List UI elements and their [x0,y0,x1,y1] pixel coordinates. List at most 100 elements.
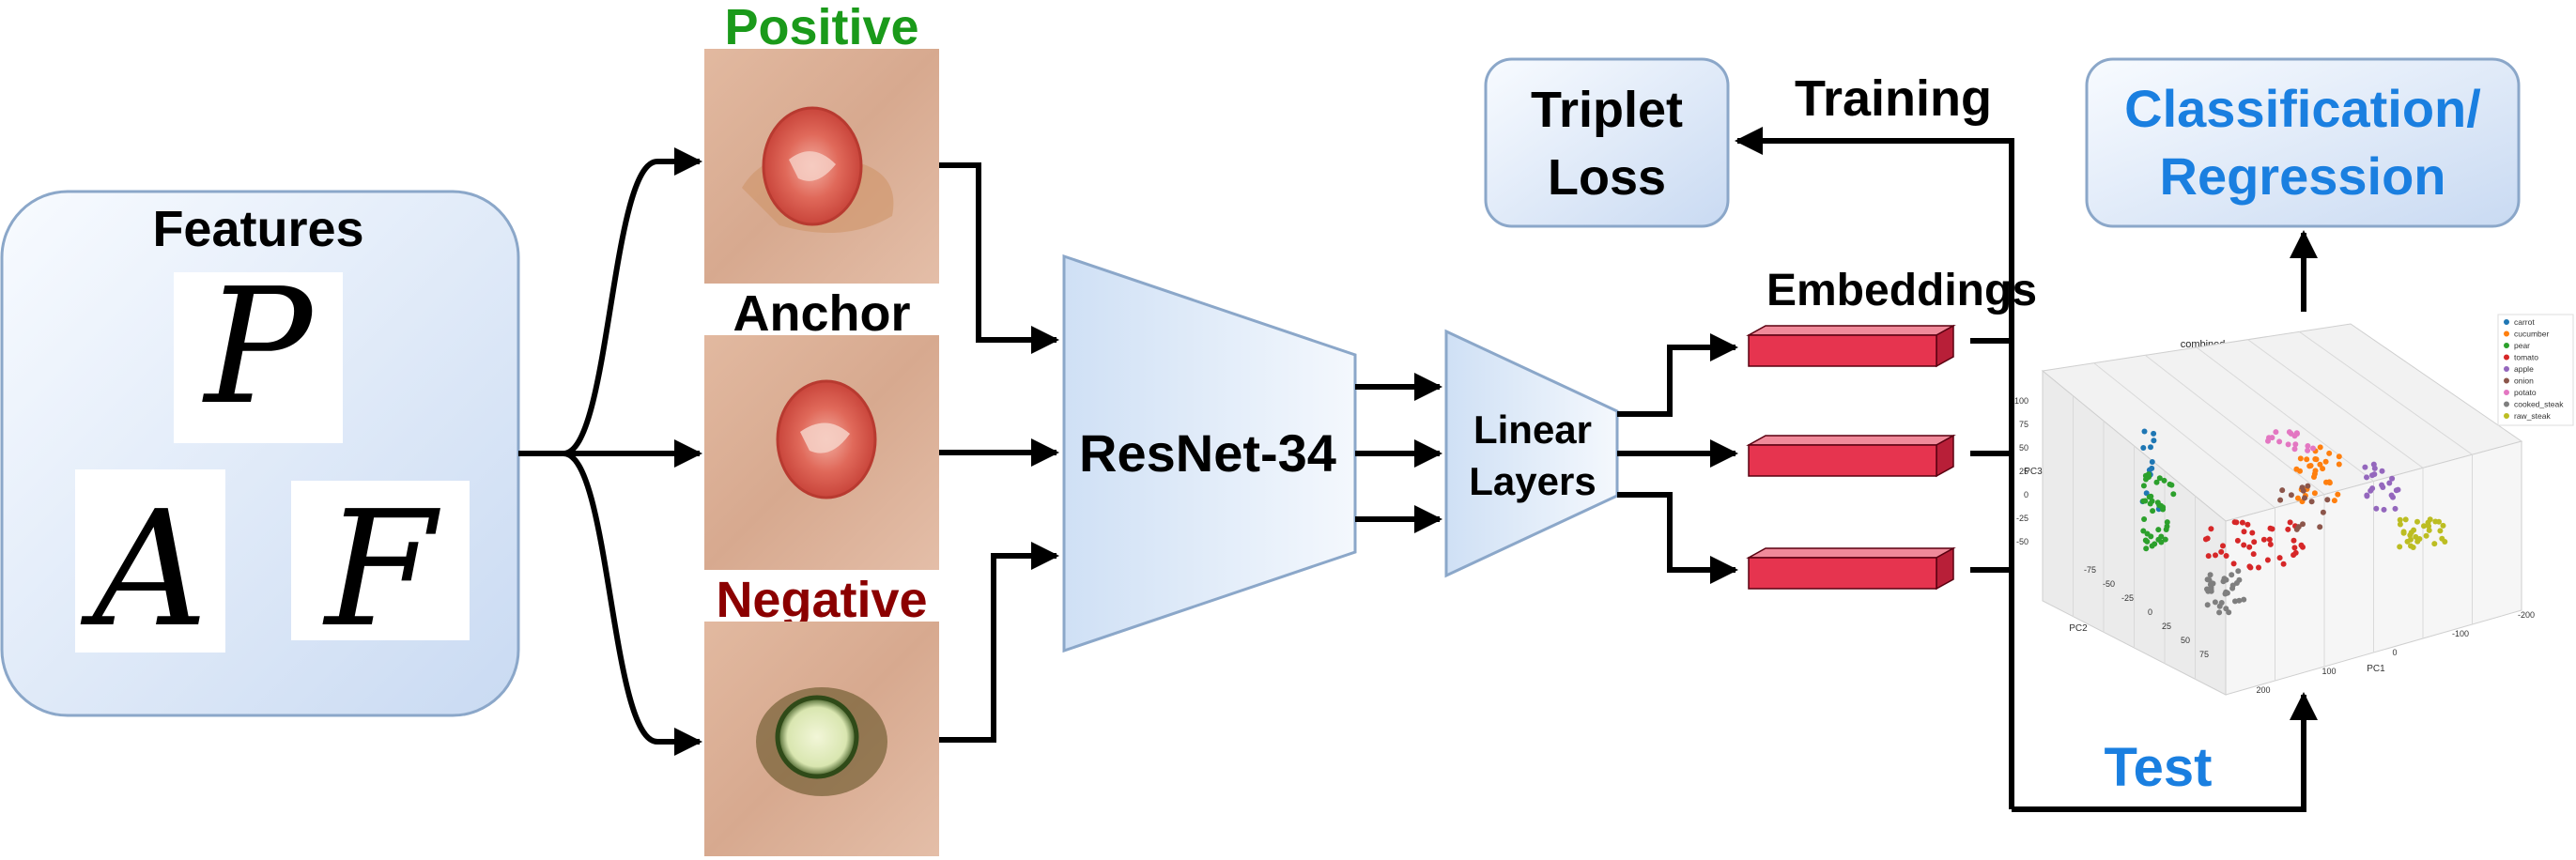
triplet-loss-line2: Loss [1548,149,1666,206]
legend-item: pear [2514,341,2530,350]
scatter-point [2408,530,2414,536]
legend-marker [2504,343,2509,348]
scatter-point [2313,456,2320,463]
scatter-point [2266,435,2272,441]
scatter-point [2142,498,2149,504]
scatter-point [2302,495,2307,501]
scatter-point [2236,597,2243,604]
linear-layers-block: Linear Layers [1444,329,1619,578]
scatter-point [2161,477,2167,484]
scatter-point [2239,519,2245,526]
scatter-point [2155,527,2162,533]
pc2-tick: -75 [2084,565,2096,575]
scatter-point [2260,536,2267,543]
scatter-point [2149,465,2155,471]
resnet-block: ResNet-34 [1062,253,1357,653]
scatter-point [2229,585,2236,591]
scatter-point [2437,528,2444,534]
scatter-point [2402,516,2409,523]
legend-item: tomato [2514,353,2538,362]
classification-box: Classification/ Regression [2085,57,2521,228]
scatter-point [2324,497,2331,503]
scatter-point [2414,518,2420,525]
scatter-point [2305,483,2311,489]
scatter-point [2322,458,2329,465]
scatter-point [2218,600,2225,606]
scatter-point [2148,533,2154,540]
scatter-point [2141,428,2148,435]
pc3-tick: -25 [2016,514,2028,523]
feature-branch-arrows [518,147,702,756]
scatter-point [2158,502,2164,509]
scatter-point [2216,609,2223,616]
scatter-point [2431,541,2438,547]
scatter-point [2151,438,2157,444]
scatter-point [2162,536,2168,543]
scatter-point [2326,450,2333,456]
scatter-point [2250,551,2257,558]
pc3-tick: 75 [2019,420,2028,429]
scatter-point [2369,485,2376,492]
scatter-point [2320,466,2326,472]
scatter-point [2208,526,2214,532]
scatter-point [2288,492,2294,499]
pc3-tick: -50 [2016,537,2028,546]
scatter-point [2156,475,2163,482]
scatter-point [2310,445,2316,452]
test-label: Test [2105,737,2213,798]
scatter-point [2370,461,2377,468]
legend-marker [2504,366,2509,372]
scatter-point [2408,536,2414,543]
scatter-point [2364,492,2370,499]
scatter-point [2279,487,2286,494]
scatter-point [2312,468,2319,474]
scatter-point [2336,453,2342,460]
scatter-point [2158,539,2165,545]
scatter-point [2291,552,2297,559]
scatter-point [2336,461,2342,468]
pc1-tick: -100 [2452,629,2469,638]
scatter-point [2230,561,2237,567]
training-label: Training [1795,70,1992,127]
scatter-point [2223,606,2229,612]
scatter-point [2223,553,2229,559]
scatter-point [2207,572,2214,578]
scatter-point [2140,483,2147,489]
scatter-point [2285,526,2291,532]
scatter-point [2170,491,2177,498]
linear-label-line2: Layers [1469,459,1596,503]
scatter-point [2151,430,2157,437]
scatter-point [2304,456,2310,463]
resnet-label: ResNet-34 [1079,423,1336,483]
scatter-point [2164,519,2170,526]
pc3-tick: 50 [2019,443,2028,453]
pc3-tick: 0 [2024,490,2028,499]
scatter-point [2276,438,2283,445]
scatter-point [2269,526,2275,532]
legend-marker [2504,330,2509,337]
scatter-point [2421,523,2427,530]
feature-a-symbol: A [81,477,208,663]
scatter-point [2246,544,2253,550]
legend-item: cucumber [2514,330,2549,339]
scatter-point [2143,545,2150,552]
scatter-point [2204,602,2211,608]
feature-p-tile [174,272,343,443]
scatter-point [2426,527,2432,533]
scatter-point [2326,479,2333,485]
embedding-bar-1 [1746,324,1956,368]
scatter-point [2140,445,2147,451]
scatter-point [2205,553,2212,560]
scatter-point [2397,516,2403,523]
scatter-point [2264,557,2271,563]
scatter-point [2286,429,2292,436]
axis-pc1-label: PC1 [2367,664,2385,674]
scatter-point [2373,505,2380,512]
scatter-point [2212,599,2218,606]
scatter-point [2320,509,2326,515]
scatter-point [2167,481,2173,487]
scatter-point [2317,444,2323,451]
scatter-point [2276,555,2283,561]
scatter-point [2436,518,2442,525]
scatter-point [2222,591,2229,597]
